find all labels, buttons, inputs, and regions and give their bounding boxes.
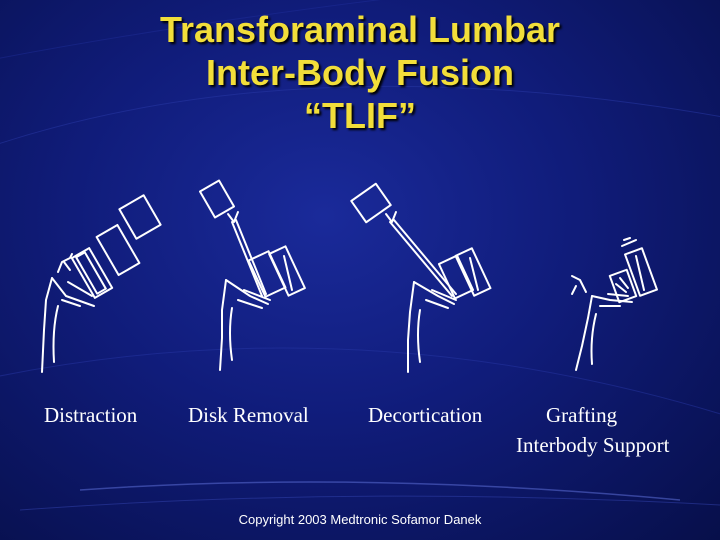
slide-title: Transforaminal Lumbar Inter-Body Fusion … xyxy=(0,8,720,137)
copyright-notice: Copyright 2003 Medtronic Sofamor Danek xyxy=(238,512,482,527)
title-line-3: “TLIF” xyxy=(304,95,416,136)
title-line-2: Inter-Body Fusion xyxy=(206,52,514,93)
decortication-illustration xyxy=(350,182,492,373)
step-label-disk-removal: Disk Removal xyxy=(188,403,309,427)
step-label-grafting: Grafting xyxy=(546,403,618,427)
grafting-illustration xyxy=(571,237,658,371)
step-label-distraction: Distraction xyxy=(44,403,138,427)
step-label-decortication: Decortication xyxy=(368,403,483,427)
disk-removal-illustration xyxy=(198,179,306,371)
step-label-interbody-support: Interbody Support xyxy=(516,433,670,457)
title-line-1: Transforaminal Lumbar xyxy=(159,9,561,50)
distraction-illustration xyxy=(41,194,162,373)
